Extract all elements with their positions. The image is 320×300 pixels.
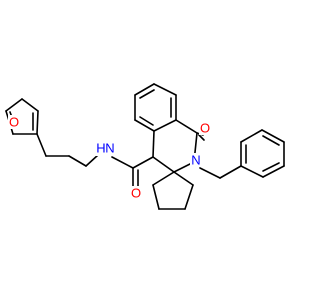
cyclopentane-ring bbox=[152, 171, 194, 210]
molecule-structure: O N H N O O bbox=[5, 83, 285, 210]
carboxamide-group bbox=[111, 156, 154, 189]
atom-label-ring-nitrogen: N bbox=[190, 153, 202, 168]
svg-text:O: O bbox=[131, 186, 141, 201]
atom-label-amide-oxygen: O bbox=[130, 186, 142, 201]
svg-text:O: O bbox=[9, 115, 19, 130]
lactam-ring bbox=[152, 119, 198, 173]
svg-text:H: H bbox=[96, 141, 105, 156]
fused-benzene-ring bbox=[134, 83, 177, 132]
svg-text:N: N bbox=[105, 141, 114, 156]
atom-label-carbonyl-oxygen: O bbox=[199, 121, 211, 136]
atom-label-amide-nh: H N bbox=[94, 140, 115, 156]
furfuryl-group bbox=[5, 98, 99, 167]
svg-text:O: O bbox=[200, 121, 210, 136]
svg-text:N: N bbox=[191, 153, 200, 168]
benzyl-group bbox=[199, 129, 285, 179]
atom-label-furan-oxygen: O bbox=[8, 115, 20, 130]
